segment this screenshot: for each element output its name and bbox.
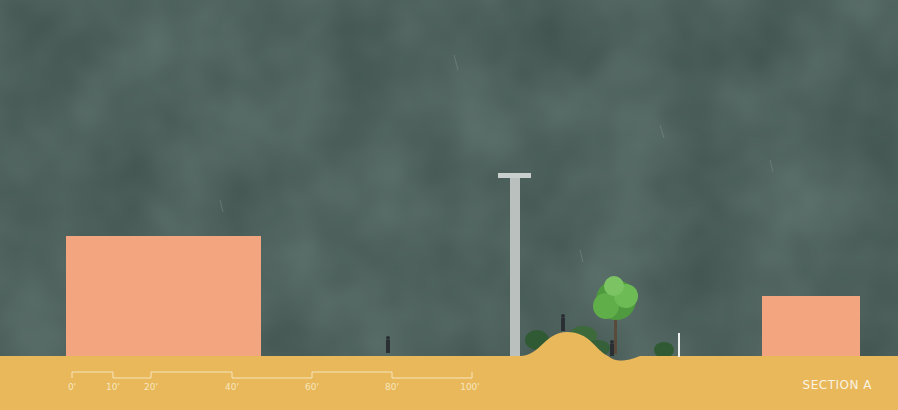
scale-bar xyxy=(72,372,472,378)
scale-label: 80' xyxy=(385,382,399,392)
scale-label: 20' xyxy=(144,382,158,392)
people xyxy=(386,314,614,356)
pole-crossbar xyxy=(498,173,531,178)
rain-streaks xyxy=(220,55,773,262)
bollard xyxy=(678,333,680,357)
scale-label: 60' xyxy=(305,382,319,392)
light-pole xyxy=(510,176,520,358)
building-right xyxy=(762,296,860,358)
section-title: SECTION A xyxy=(803,378,872,392)
scale-label: 40' xyxy=(225,382,239,392)
scale-label: 10' xyxy=(106,382,120,392)
tree-canopy xyxy=(593,276,638,320)
ground-band xyxy=(0,332,898,410)
scale-label: 0' xyxy=(68,382,76,392)
sky-texture xyxy=(0,0,898,360)
scale-label: 100' xyxy=(460,382,480,392)
building-left xyxy=(66,236,261,358)
tree-trunk xyxy=(614,318,617,354)
